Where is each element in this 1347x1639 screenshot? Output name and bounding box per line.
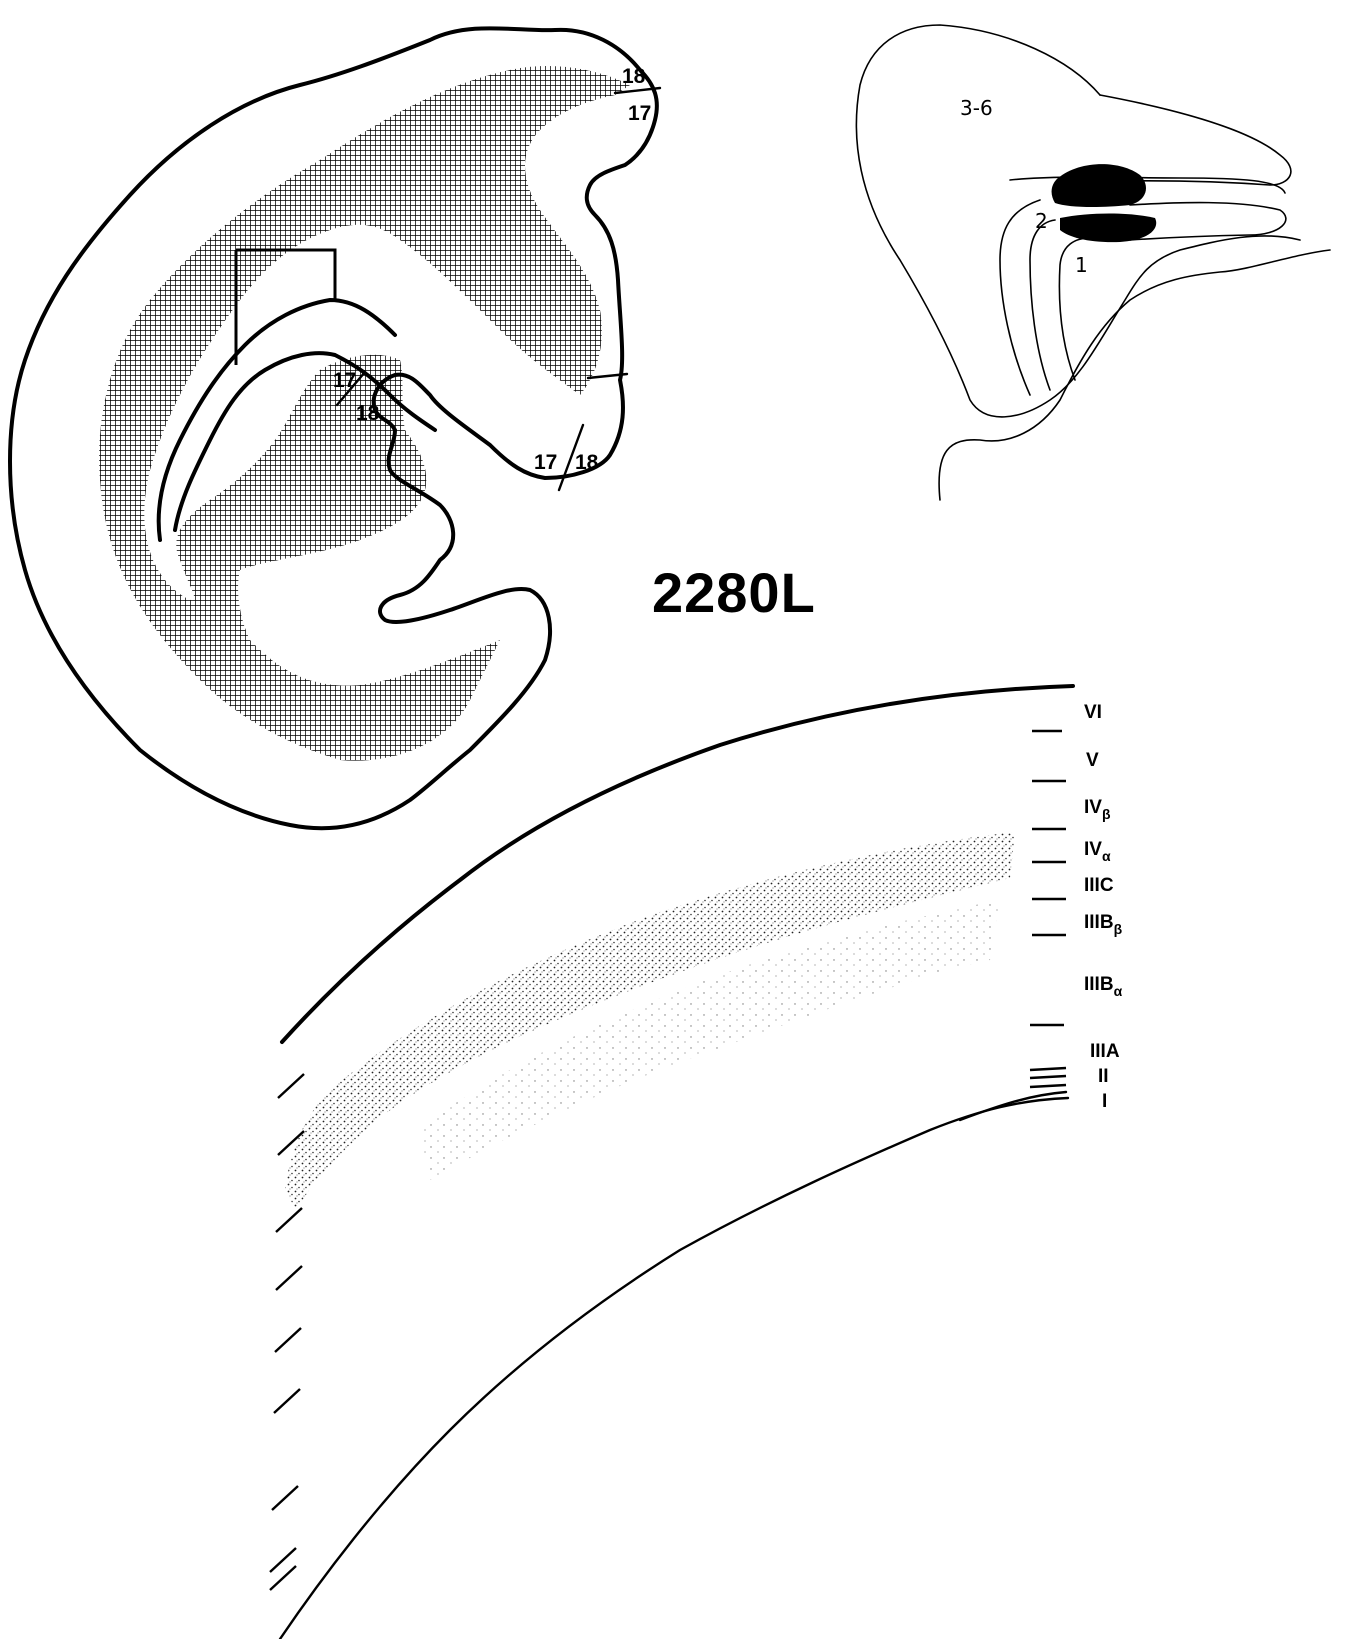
- layer-IVa: IVα: [1084, 839, 1111, 864]
- figure-title: 2280L: [652, 561, 816, 624]
- layer-IVb: IVβ: [1084, 797, 1111, 822]
- layer-V: V: [1086, 750, 1099, 771]
- inset-lower-outline: [939, 250, 1330, 500]
- inset-label-3-6: 3-6: [960, 96, 993, 120]
- inset-loop-1: [1000, 200, 1040, 395]
- area-18-mid: 18: [356, 402, 380, 425]
- area-18-top: 18: [622, 65, 646, 88]
- area-18-bottom: 18: [575, 451, 599, 474]
- layer-IIIBb: IIIBβ: [1084, 912, 1123, 937]
- inset-loop-2: [1030, 220, 1055, 390]
- layer-IIIC: IIIC: [1084, 875, 1114, 896]
- layer-IIIA: IIIA: [1090, 1041, 1120, 1062]
- area-17-bottom: 17: [534, 451, 557, 474]
- layer-II: II: [1098, 1066, 1109, 1087]
- pial-surface-1: [280, 1098, 1068, 1639]
- layer-I: I: [1102, 1091, 1107, 1112]
- inset-layer-1-fill: [1060, 214, 1156, 243]
- right-layer-ticks: [1030, 731, 1066, 1087]
- coronal-section: 18 17 17 18 17 18: [10, 28, 660, 828]
- thalamus-inset: 3-6 2 1: [856, 25, 1330, 500]
- layer-labels: VI V IVβ IVα IIIC IIIBβ IIIBα IIIA II I: [1084, 702, 1123, 1112]
- area-17-top: 17: [628, 102, 651, 125]
- pial-surface-2: [960, 1092, 1066, 1120]
- inset-label-1: 1: [1075, 253, 1088, 277]
- layer-VI: VI: [1084, 702, 1102, 723]
- inset-label-2: 2: [1035, 209, 1048, 233]
- layer-IIIBa: IIIBα: [1084, 974, 1123, 999]
- inset-loop-4: [1010, 177, 1285, 193]
- area-17-mid: 17: [333, 369, 356, 392]
- enlarged-cortex: VI V IVβ IVα IIIC IIIBβ IIIBα IIIA II I: [270, 686, 1123, 1639]
